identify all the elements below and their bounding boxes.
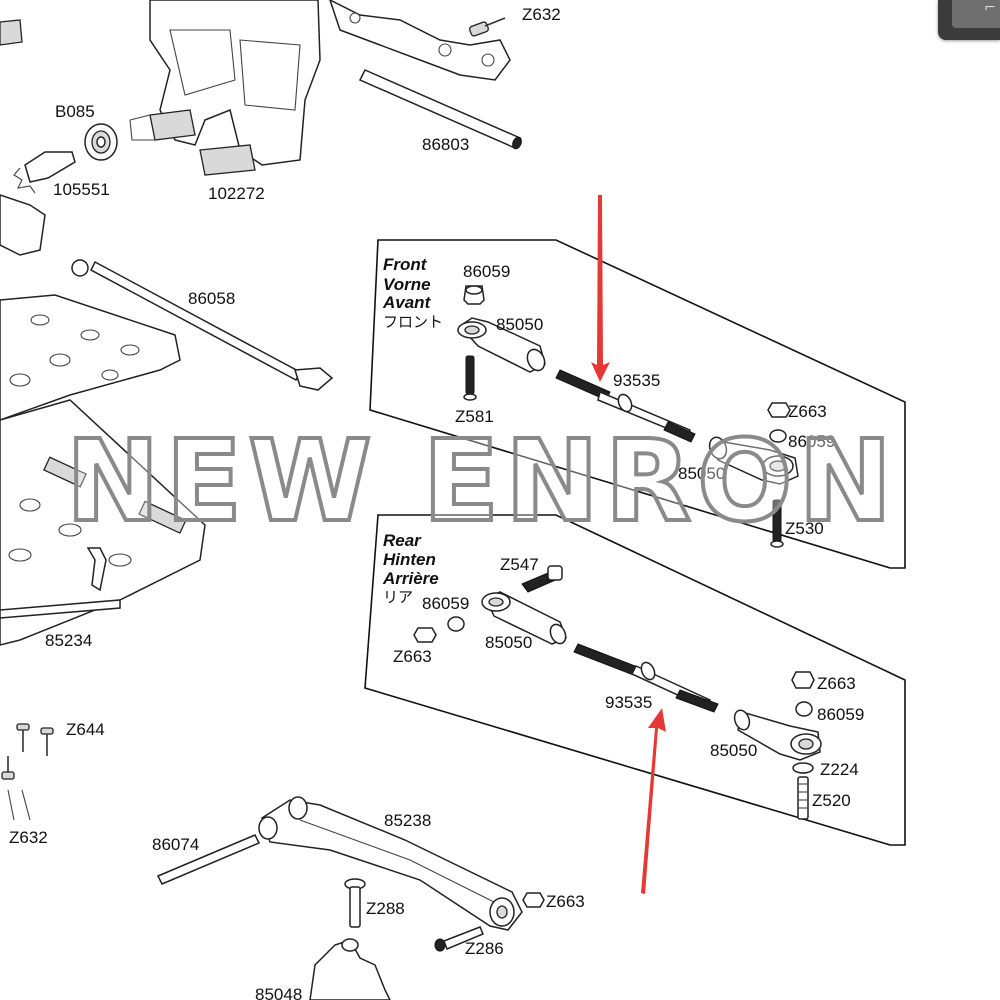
shaft-86803-drawing <box>358 69 522 150</box>
rear-part-86059: 86059 <box>422 594 469 613</box>
gearbox-housing-drawing <box>129 0 321 176</box>
part-b085: B085 <box>55 102 95 121</box>
corner-button-face <box>952 0 1000 28</box>
bracket-plate-drawing <box>329 0 511 81</box>
front-group-box <box>369 239 906 569</box>
driveshaft-86058-drawing <box>71 259 334 391</box>
part-86803: 86803 <box>422 135 469 154</box>
rear-title-jp: リア <box>383 588 413 606</box>
corner-glyph: ⌐ <box>984 0 996 16</box>
rear-part-93535: 93535 <box>605 693 652 712</box>
watermark: NEW ENRON <box>66 417 898 547</box>
screw-z288-drawing <box>344 878 366 928</box>
rear-parts-drawing <box>413 565 822 820</box>
front-part-86059-b: 86059 <box>788 432 835 451</box>
rear-part-85050-b: 85050 <box>710 741 757 760</box>
part-102272: 102272 <box>208 184 265 203</box>
front-title-de: Vorne <box>383 275 431 294</box>
part-z632-top: Z632 <box>522 5 561 24</box>
rear-title-en: Rear <box>383 531 422 550</box>
rear-part-z663: Z663 <box>393 647 432 666</box>
screws-z632-bottom-drawing <box>1 756 31 821</box>
front-part-86059: 86059 <box>463 262 510 281</box>
chassis-plate-lower-drawing <box>0 399 206 646</box>
chassis-plate-upper-drawing <box>0 294 181 421</box>
part-85238: 85238 <box>384 811 431 830</box>
knuckle-85048-drawing <box>309 938 391 1000</box>
front-part-85050: 85050 <box>496 315 543 334</box>
part-z644: Z644 <box>66 720 105 739</box>
front-part-z581: Z581 <box>455 407 494 426</box>
front-part-z530: Z530 <box>785 519 824 538</box>
screw-z286-drawing <box>434 926 484 952</box>
part-z288: Z288 <box>366 899 405 918</box>
pinion-105551-drawing <box>13 151 76 194</box>
front-title-fr: Avant <box>382 293 432 312</box>
nut-z663-bottom-drawing <box>522 892 545 908</box>
rear-part-z663-b: Z663 <box>817 674 856 693</box>
front-part-85050-b: 85050 <box>678 464 725 483</box>
rear-part-z547: Z547 <box>500 555 539 574</box>
part-86058: 86058 <box>188 289 235 308</box>
rear-part-z520: Z520 <box>812 791 851 810</box>
part-85234: 85234 <box>45 631 92 650</box>
front-title-en: Front <box>383 255 428 274</box>
screws-z644-drawing <box>16 723 54 756</box>
front-title-jp: フロント <box>383 313 443 331</box>
front-part-93535: 93535 <box>613 371 660 390</box>
part-105551: 105551 <box>53 180 110 199</box>
rear-title-de: Hinten <box>383 550 436 569</box>
cup-drawing <box>0 19 46 256</box>
part-z286: Z286 <box>465 939 504 958</box>
front-part-z663: Z663 <box>788 402 827 421</box>
screw-z632-top-drawing <box>469 17 506 37</box>
part-z663-bottom: Z663 <box>546 892 585 911</box>
rear-part-86059-b: 86059 <box>817 705 864 724</box>
red-pointer-arrow-icon <box>641 708 666 894</box>
front-parts-drawing <box>457 285 799 548</box>
red-pointer-arrow-icon <box>591 195 610 382</box>
arm-85238-drawing <box>258 796 523 931</box>
part-z632-bottom: Z632 <box>9 828 48 847</box>
rear-title-fr: Arrière <box>382 569 439 588</box>
window-corner-icon[interactable]: ⌐ <box>938 0 1000 40</box>
rear-group-box <box>364 514 906 846</box>
part-85048: 85048 <box>255 985 302 1000</box>
rear-part-85050: 85050 <box>485 633 532 652</box>
rear-part-z224: Z224 <box>820 760 859 779</box>
bearing-b085-drawing <box>84 123 118 161</box>
part-86074: 86074 <box>152 835 199 854</box>
pin-86074-drawing <box>156 834 261 885</box>
